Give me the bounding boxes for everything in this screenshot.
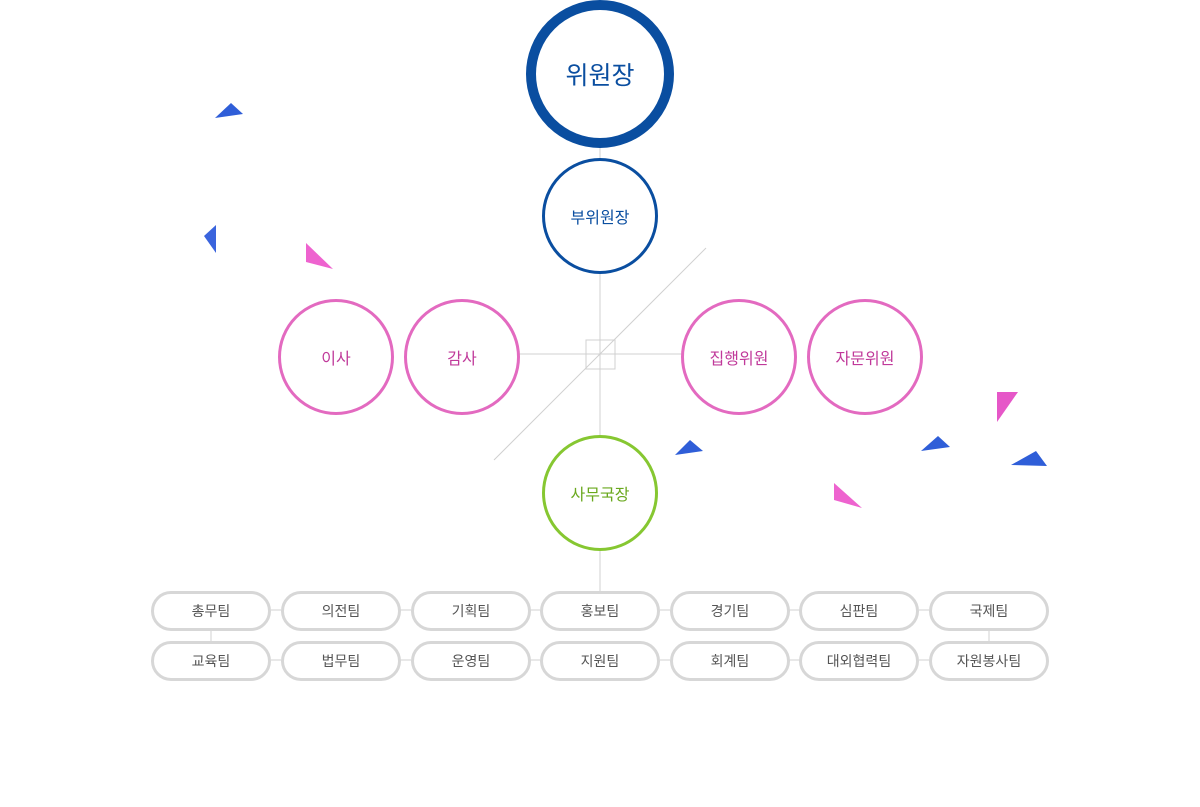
team-box: 총무팀	[151, 591, 271, 631]
team-box: 기획팀	[411, 591, 531, 631]
team-box: 경기팀	[670, 591, 790, 631]
team-box: 지원팀	[540, 641, 660, 681]
team-box: 심판팀	[799, 591, 919, 631]
team-label: 총무팀	[191, 604, 231, 620]
blue-triangle-deco	[675, 440, 703, 455]
director-label: 이사	[321, 349, 351, 368]
secretary-general-node: 사무국장	[542, 435, 658, 551]
team-label: 기획팀	[451, 604, 491, 620]
auditor-node: 감사	[404, 299, 520, 415]
team-label: 자원봉사팀	[956, 654, 1022, 670]
pink-triangle-deco	[834, 483, 862, 508]
team-box: 운영팀	[411, 641, 531, 681]
secretary-general-label: 사무국장	[570, 485, 630, 504]
team-label: 교육팀	[191, 654, 231, 670]
team-box: 법무팀	[281, 641, 401, 681]
team-label: 법무팀	[321, 654, 361, 670]
team-box: 자원봉사팀	[929, 641, 1049, 681]
vice-chair-node: 부위원장	[542, 158, 658, 274]
auditor-label: 감사	[447, 349, 477, 368]
blue-triangle-deco	[204, 225, 216, 253]
team-label: 경기팀	[710, 604, 750, 620]
team-label: 회계팀	[710, 654, 750, 670]
team-box: 교육팀	[151, 641, 271, 681]
executive-member-label: 집행위원	[709, 349, 769, 368]
team-label: 의전팀	[321, 604, 361, 620]
blue-triangle-deco	[1011, 451, 1047, 466]
blue-triangle-deco	[921, 436, 950, 451]
blue-triangle-deco	[215, 103, 243, 118]
team-label: 운영팀	[451, 654, 491, 670]
team-box: 의전팀	[281, 591, 401, 631]
director-node: 이사	[278, 299, 394, 415]
team-label: 대외협력팀	[826, 654, 892, 670]
team-box: 홍보팀	[540, 591, 660, 631]
pink-triangle-deco	[997, 392, 1018, 422]
team-label: 국제팀	[969, 604, 1009, 620]
team-label: 지원팀	[580, 654, 620, 670]
vice-chair-label: 부위원장	[570, 208, 630, 227]
team-box: 국제팀	[929, 591, 1049, 631]
chair-node: 위원장	[526, 0, 674, 148]
team-label: 심판팀	[839, 604, 879, 620]
chair-label: 위원장	[565, 61, 635, 90]
executive-member-node: 집행위원	[681, 299, 797, 415]
team-box: 대외협력팀	[799, 641, 919, 681]
advisory-member-label: 자문위원	[835, 349, 895, 368]
team-box: 회계팀	[670, 641, 790, 681]
pink-triangle-deco	[306, 243, 333, 269]
advisory-member-node: 자문위원	[807, 299, 923, 415]
team-label: 홍보팀	[580, 604, 620, 620]
